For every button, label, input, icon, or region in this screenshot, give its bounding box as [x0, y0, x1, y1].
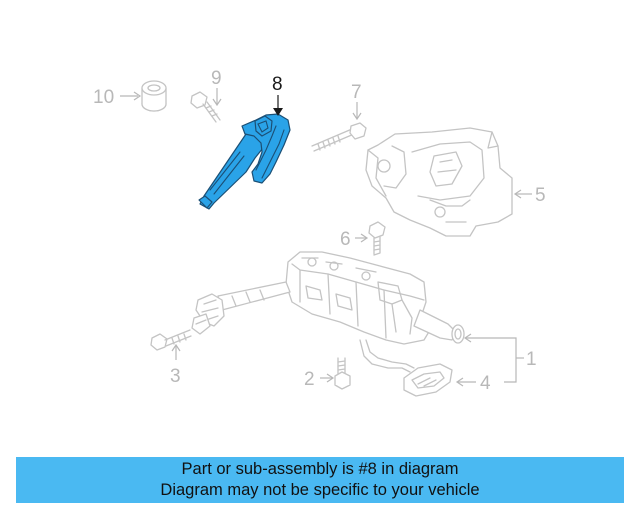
- callout-1-bracket: [466, 337, 517, 383]
- part-6-bolt[interactable]: [368, 221, 386, 256]
- callout-5: 5: [535, 185, 546, 206]
- banner-line-2: Diagram may not be specific to your vehi…: [160, 481, 480, 499]
- callout-8: 8: [272, 74, 283, 95]
- callout-10: 10: [93, 87, 114, 108]
- part-7-bolt[interactable]: [311, 122, 367, 152]
- callout-7: 7: [351, 82, 362, 103]
- callout-9: 9: [211, 68, 222, 89]
- callout-6: 6: [340, 229, 351, 250]
- callout-4: 4: [480, 373, 491, 394]
- callout-2-arrow: [326, 373, 335, 383]
- part-10-grommet[interactable]: [141, 80, 167, 112]
- part-8-tilt-lever[interactable]: [198, 113, 291, 210]
- callout-3: 3: [170, 366, 181, 387]
- info-banner: Part or sub-assembly is #8 in diagram Di…: [16, 457, 624, 503]
- callout-1-arrow: [463, 333, 472, 343]
- callout-5-arrow: [513, 189, 522, 199]
- banner-line-1: Part or sub-assembly is #8 in diagram: [181, 460, 459, 478]
- part-3-bolt[interactable]: [150, 329, 192, 351]
- part-2-bolt[interactable]: [334, 357, 351, 390]
- callout-7-arrow: [352, 112, 362, 121]
- callout-8-arrow: [273, 108, 283, 116]
- callout-10-arrow: [133, 91, 142, 101]
- callout-3-arrow: [171, 343, 181, 352]
- callout-9-arrow: [212, 98, 222, 107]
- callout-6-arrow: [360, 233, 369, 243]
- callout-2: 2: [304, 369, 315, 390]
- parts-diagram: 10 9 8 7: [93, 68, 546, 397]
- part-5-bracket[interactable]: [365, 127, 513, 237]
- part-1-steering-column[interactable]: [191, 251, 465, 345]
- callout-4-arrow: [455, 377, 464, 387]
- part-4-lever-bracket[interactable]: [359, 339, 453, 397]
- callout-1: 1: [526, 349, 537, 370]
- part-9-bolt[interactable]: [190, 91, 221, 123]
